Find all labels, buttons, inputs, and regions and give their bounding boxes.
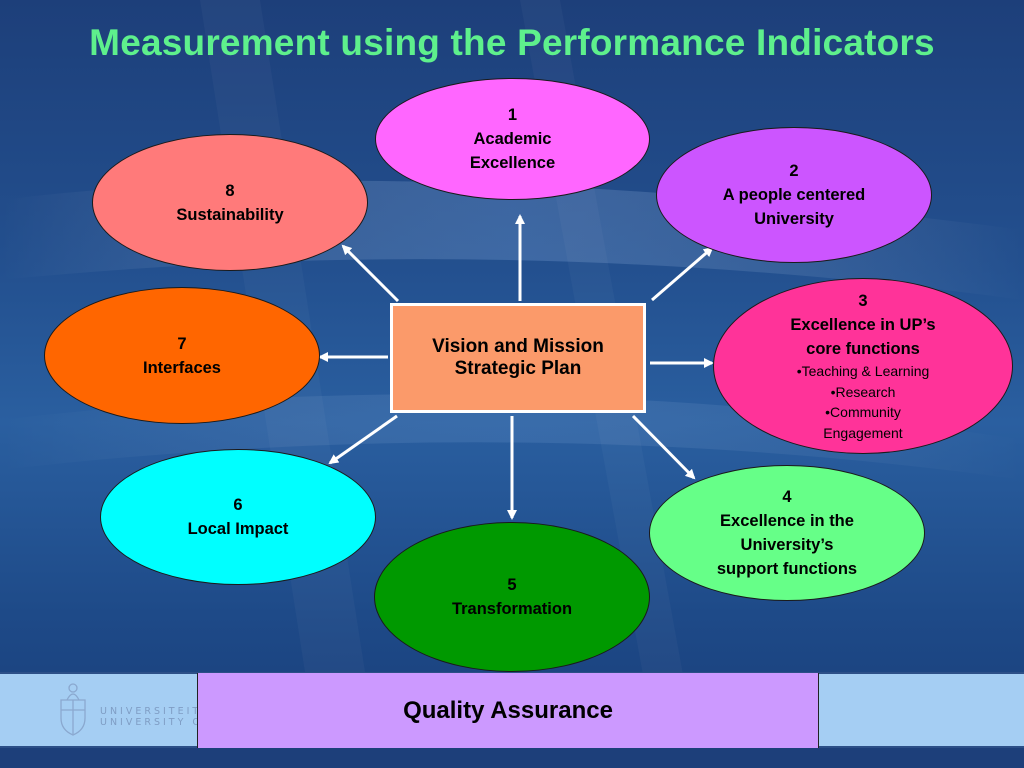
quality-assurance-label: Quality Assurance [197,673,819,748]
node-8-sustainability: 8 Sustainability [92,134,368,271]
node-label: University’s [740,536,834,554]
node-label: Excellence in UP’s [790,316,936,334]
node-label: Interfaces [143,358,221,377]
node-label: A people centered [722,186,866,204]
slide-title: Measurement using the Performance Indica… [89,22,935,63]
node-sub-item: •Teaching & Learning [796,363,930,379]
node-label: support functions [716,560,858,578]
node-number: 2 [789,162,799,180]
node-6-local-impact: 6 Local Impact [100,449,376,585]
node-number: 6 [233,496,243,514]
university-wordmark: UNIVERSITEIT VAN PRETORIA UNIVERSITY OF … [100,706,197,728]
node-7-interfaces: 7 Interfaces [44,287,320,424]
node-5-transformation: 5 Transformation [374,522,650,672]
node-label: Academic [473,130,552,148]
arrow-to-node-4 [631,414,696,480]
node-1-academic-excellence: 1 Academic Excellence [375,78,650,200]
node-3-core-functions: 3 Excellence in UP’s core functions •Tea… [713,278,1013,454]
node-label: Excellence in the [720,512,854,530]
arrow-to-node-2 [651,246,714,302]
wordmark-line-2: UNIVERSITY OF PRETORIA [100,717,197,728]
node-label: University [754,210,834,228]
node-sub-item: •Community [825,404,901,420]
node-4-support-functions: 4 Excellence in the University’s support… [649,465,925,601]
node-label: Local Impact [187,520,289,538]
wordmark-line-1: UNIVERSITEIT VAN PRETORIA [100,706,197,717]
node-number: 1 [507,106,518,124]
node-label: Sustainability [176,205,284,224]
node-sub-item: •Research [830,383,896,400]
center-line-1: Vision and Mission [432,336,604,357]
node-number: 4 [782,488,792,506]
node-number: 8 [225,181,235,200]
node-label: Excellence [469,154,556,172]
node-number: 5 [507,576,517,594]
node-label: Transformation [451,600,573,618]
bottom-band [0,748,1024,768]
node-2-people-centered: 2 A people centered University [656,127,932,263]
node-sub-item: Engagement [823,424,903,441]
node-label: core functions [806,340,920,358]
node-number: 3 [858,292,868,310]
node-number: 7 [177,334,187,353]
center-line-2: Strategic Plan [454,358,582,379]
arrow-to-node-8 [341,244,400,303]
vision-mission-box: Vision and Mission Strategic Plan [390,303,646,413]
university-crest-icon [60,683,86,736]
arrow-to-node-6 [328,414,398,465]
